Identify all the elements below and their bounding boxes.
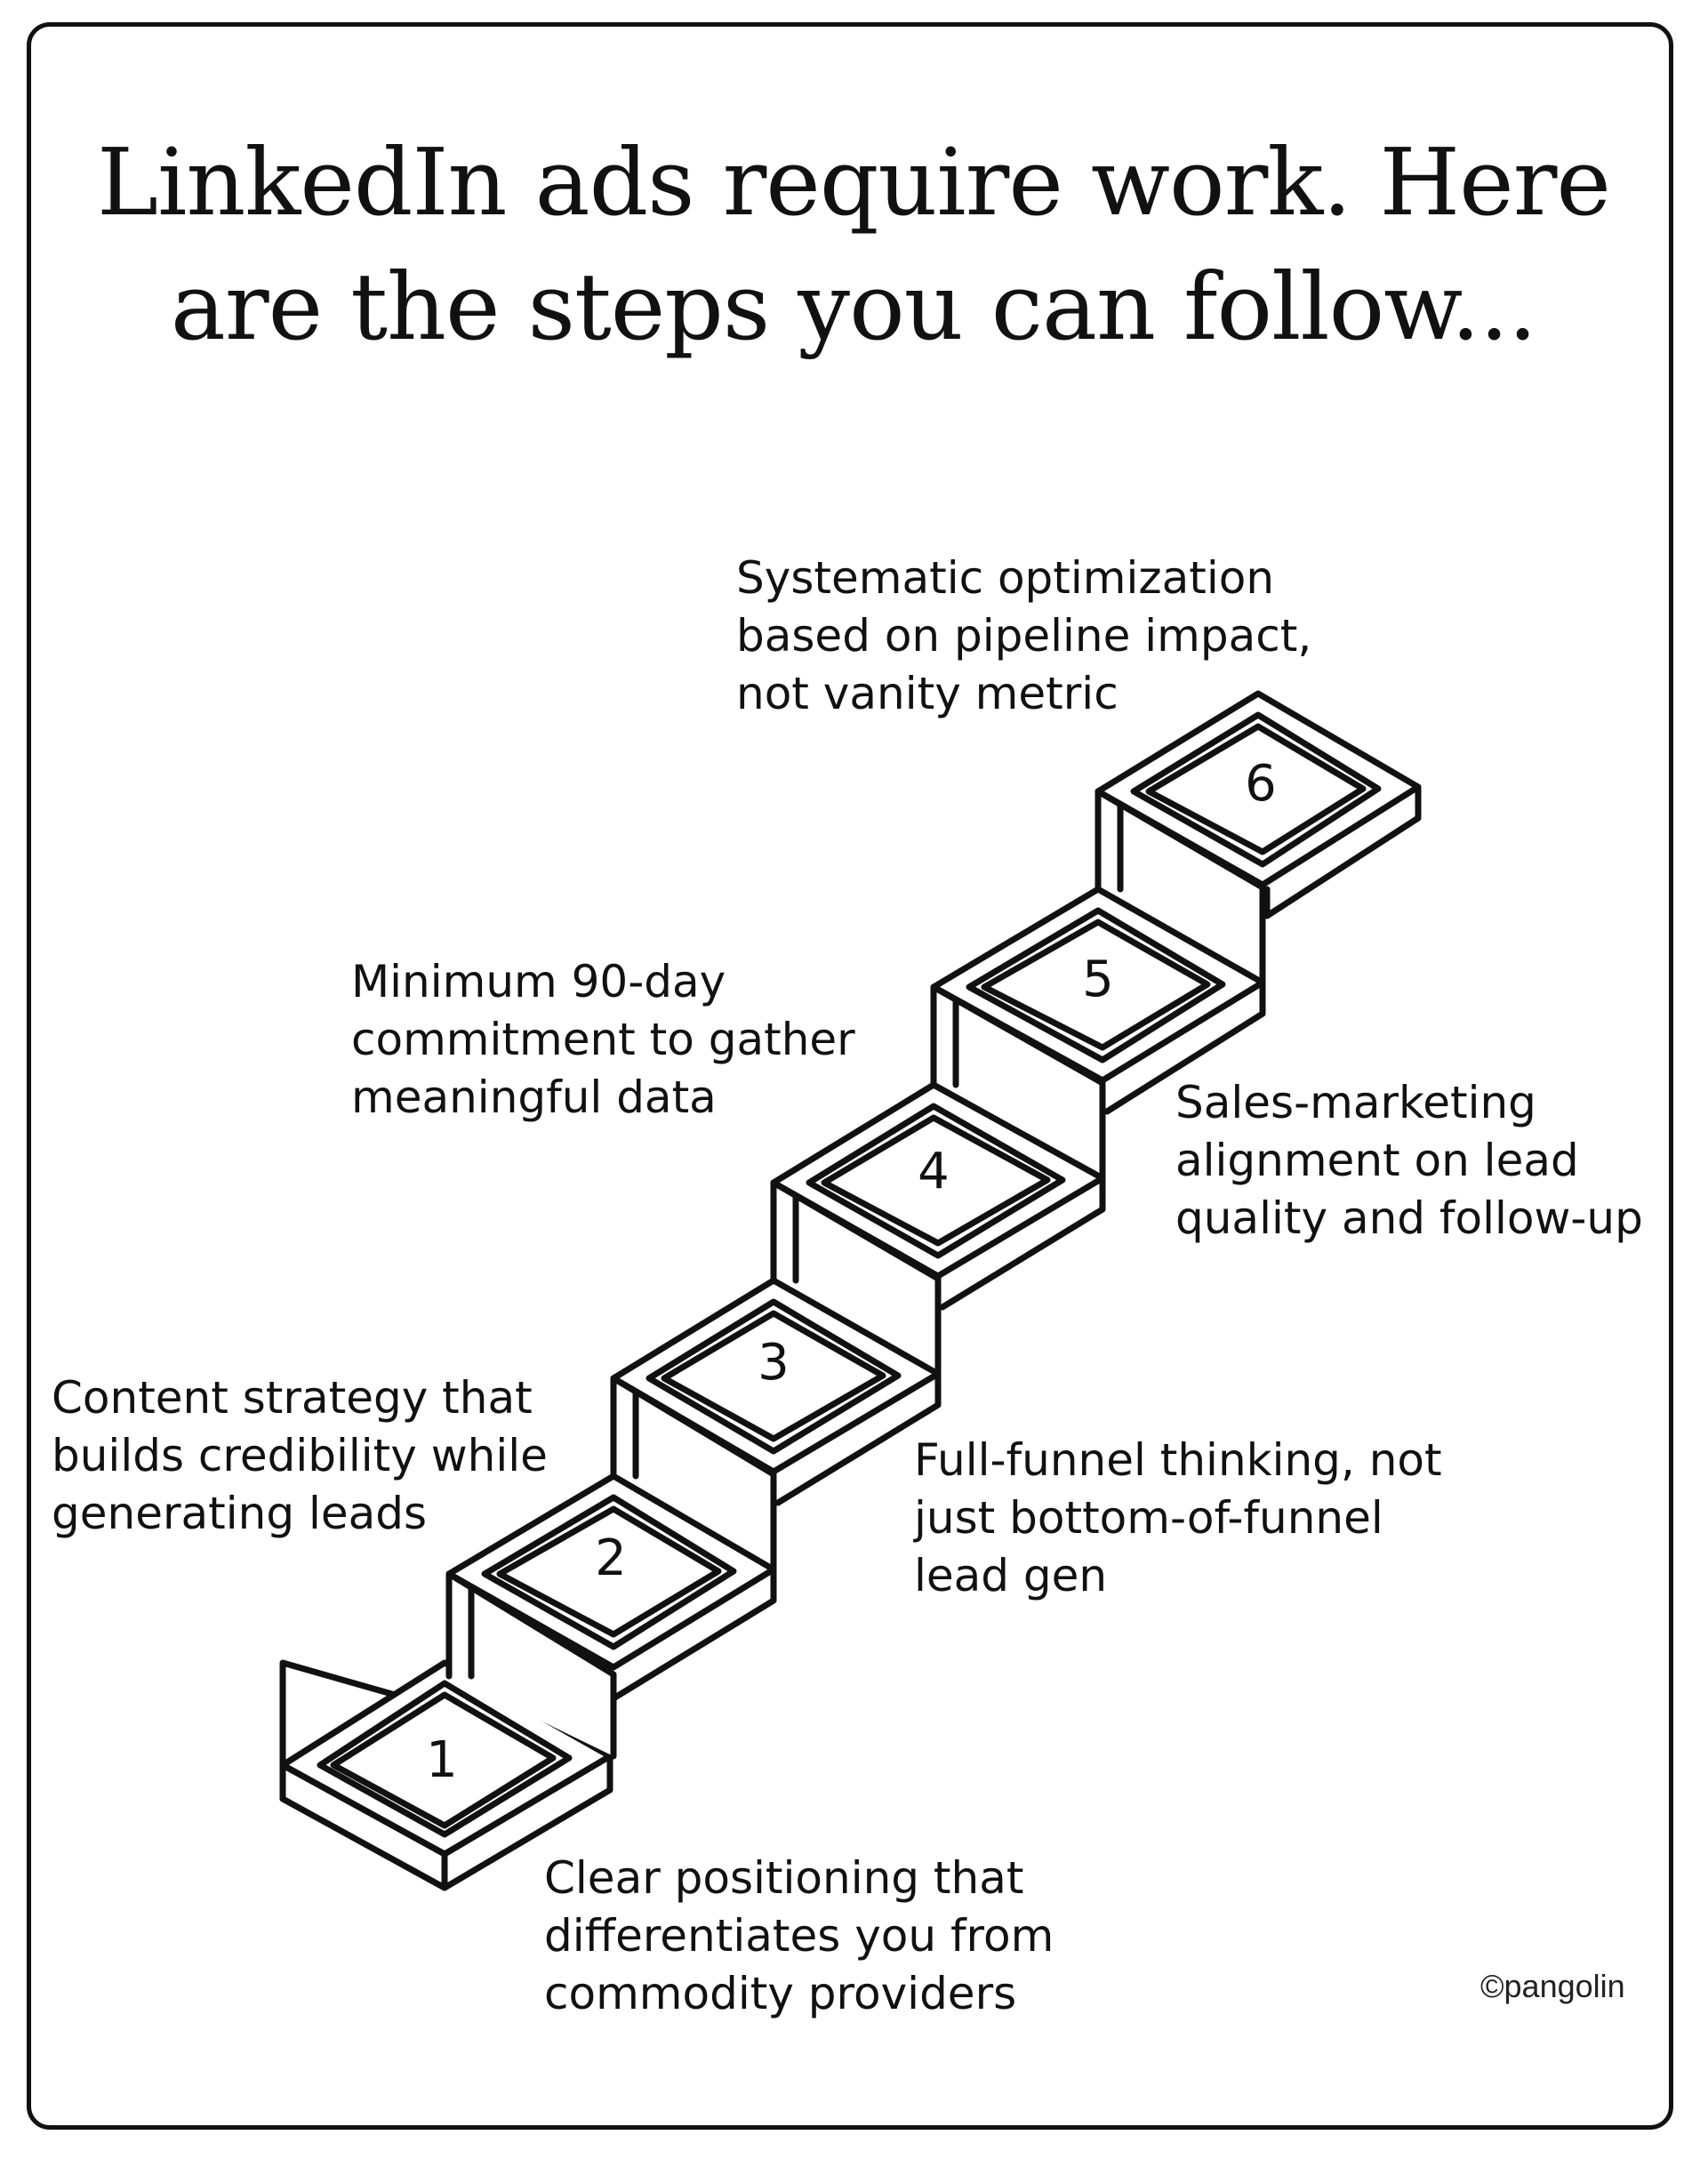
- step-1-description: Clear positioning that differentiates yo…: [544, 1850, 1054, 2023]
- step-2-line: builds credibility while: [52, 1430, 548, 1481]
- step-2-line: generating leads: [52, 1488, 428, 1539]
- step-5-line: alignment on lead: [1175, 1135, 1579, 1186]
- step-6-line: not vanity metric: [736, 668, 1119, 719]
- step-4-line: Minimum 90-day: [351, 956, 726, 1007]
- step-3-description: Full-funnel thinking, not just bottom-of…: [914, 1432, 1442, 1605]
- step-2-line: Content strategy that: [52, 1372, 533, 1424]
- step-number-6: 6: [1245, 755, 1277, 813]
- step-number-1: 1: [426, 1731, 458, 1789]
- step-block-1: [279, 1659, 613, 1891]
- step-6-description: Systematic optimization based on pipelin…: [736, 550, 1311, 723]
- step-5-line: quality and follow-up: [1175, 1192, 1643, 1244]
- title-line-2: are the steps you can follow...: [170, 253, 1537, 361]
- step-6-line: based on pipeline impact,: [736, 610, 1312, 662]
- step-3-line: just bottom-of-funnel: [914, 1492, 1383, 1544]
- step-4-description: Minimum 90-day commitment to gather mean…: [351, 953, 855, 1127]
- copyright-credit: ©pangolin: [1480, 1968, 1625, 2004]
- step-6-line: Systematic optimization: [736, 552, 1275, 604]
- step-number-2: 2: [595, 1529, 627, 1587]
- step-5-description: Sales-marketing alignment on lead qualit…: [1175, 1074, 1643, 1248]
- step-number-5: 5: [1082, 951, 1114, 1008]
- step-block-6: [1095, 690, 1422, 919]
- step-2-description: Content strategy that builds credibility…: [52, 1369, 548, 1543]
- step-3-line: lead gen: [914, 1550, 1108, 1601]
- step-1-line: Clear positioning that: [544, 1852, 1024, 1904]
- step-3-line: Full-funnel thinking, not: [914, 1434, 1442, 1486]
- page-title: LinkedIn ads require work. Here are the …: [53, 120, 1654, 369]
- title-line-1: LinkedIn ads require work. Here: [97, 128, 1611, 237]
- step-1-line: differentiates you from: [544, 1910, 1054, 1962]
- step-block-3: [610, 1277, 942, 1506]
- step-number-3: 3: [758, 1334, 790, 1392]
- step-1-line: commodity providers: [544, 1968, 1017, 2019]
- step-5-line: Sales-marketing: [1175, 1077, 1536, 1128]
- step-4-line: meaningful data: [351, 1071, 717, 1123]
- step-number-4: 4: [918, 1143, 950, 1200]
- step-4-line: commitment to gather: [351, 1014, 855, 1065]
